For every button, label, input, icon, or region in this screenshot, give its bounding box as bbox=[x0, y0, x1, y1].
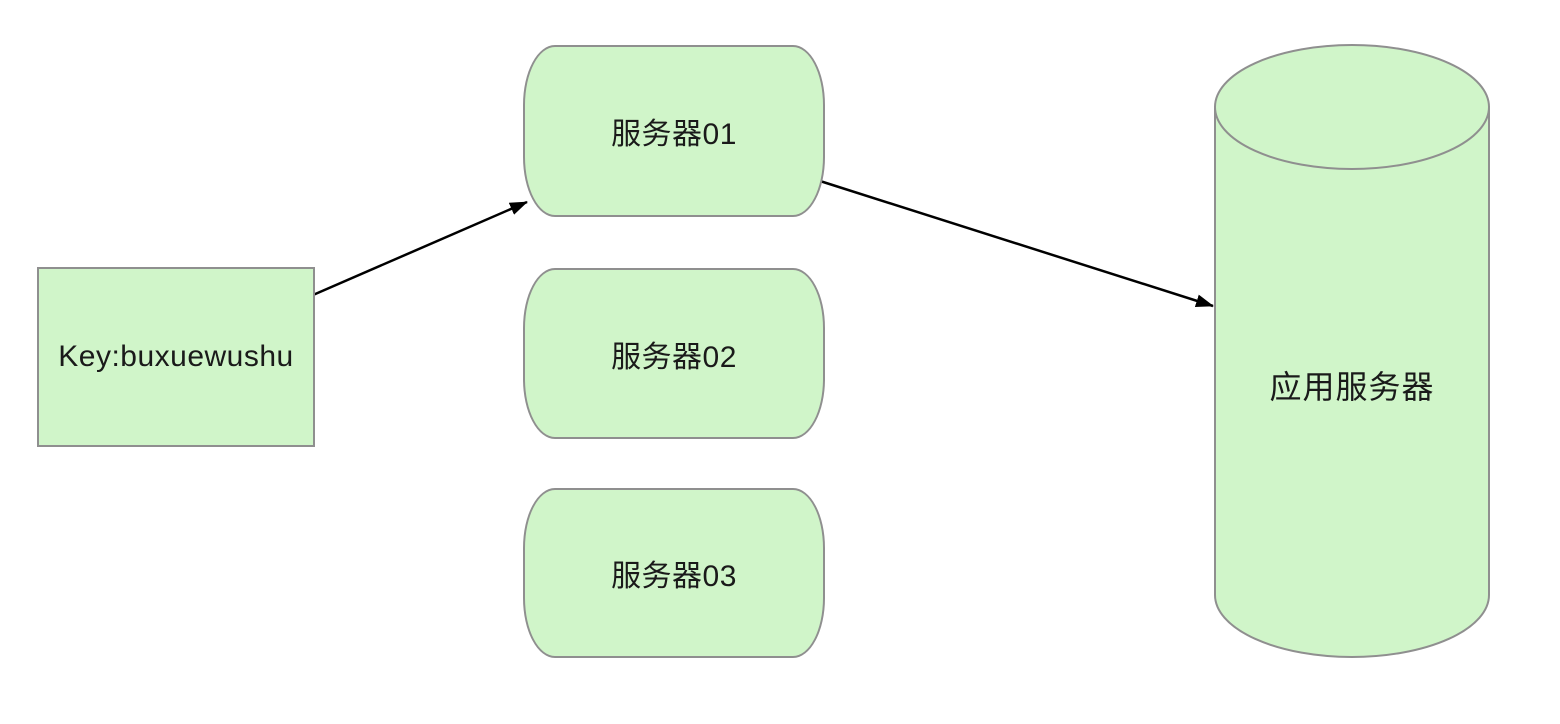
app-server-label: 应用服务器 bbox=[1269, 369, 1435, 405]
key-node: Key:buxuewushu bbox=[37, 267, 315, 447]
server01-label: 服务器01 bbox=[611, 118, 737, 151]
key-node-label: Key:buxuewushu bbox=[58, 340, 294, 373]
server03-node: 服务器03 bbox=[523, 488, 825, 658]
server02-node: 服务器02 bbox=[523, 268, 825, 439]
edge-server01-to-app-server bbox=[819, 179, 1214, 308]
server03-label: 服务器03 bbox=[611, 560, 737, 593]
cylinder-body bbox=[1214, 106, 1490, 658]
cylinder-top-ellipse bbox=[1214, 44, 1490, 170]
server02-label: 服务器02 bbox=[611, 340, 737, 374]
server01-node: 服务器01 bbox=[523, 45, 825, 217]
edge-key-to-server01 bbox=[312, 200, 528, 297]
